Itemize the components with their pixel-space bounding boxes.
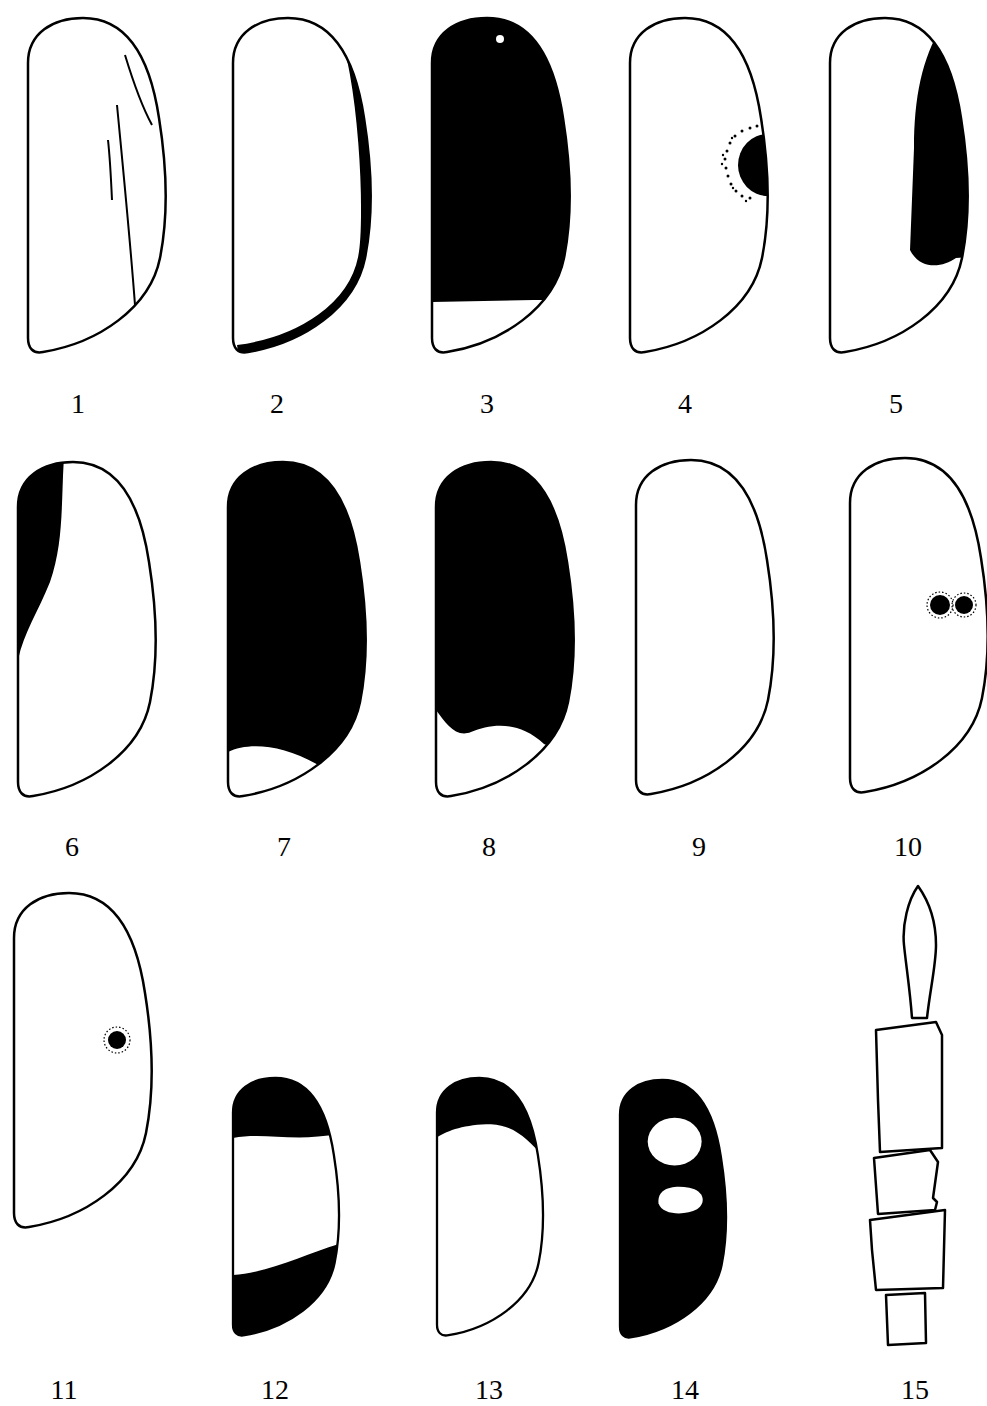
elytron-4 (630, 18, 798, 352)
figure-number: 1 (71, 390, 85, 418)
figure-number: 12 (261, 1376, 289, 1404)
elytron-12 (229, 1074, 345, 1344)
elytron-11 (14, 893, 152, 1227)
figure-number: 3 (480, 390, 494, 418)
elytron-2 (233, 18, 371, 352)
figure-number: 5 (889, 390, 903, 418)
figure-number: 11 (51, 1376, 78, 1404)
figure-number: 13 (475, 1376, 503, 1404)
elytron-8 (431, 457, 586, 862)
figure-number: 2 (270, 390, 284, 418)
elytron-9 (636, 460, 774, 794)
elytron-5 (830, 18, 980, 352)
elytron-1 (28, 18, 166, 352)
elytron-6 (13, 457, 156, 796)
figure-number: 8 (482, 833, 496, 861)
figure-number: 4 (678, 390, 692, 418)
elytron-7 (223, 457, 378, 862)
figure-number: 7 (277, 833, 291, 861)
elytron-10 (850, 458, 987, 792)
elytron-13 (433, 1074, 552, 1335)
figure-number: 6 (65, 833, 79, 861)
elytron-14 (616, 1076, 732, 1346)
elytron-3 (427, 13, 582, 418)
figure-number: 14 (671, 1376, 699, 1404)
figure-number: 9 (692, 833, 706, 861)
figure-number: 10 (894, 833, 922, 861)
antenna (870, 886, 945, 1345)
figure-number: 15 (901, 1376, 929, 1404)
